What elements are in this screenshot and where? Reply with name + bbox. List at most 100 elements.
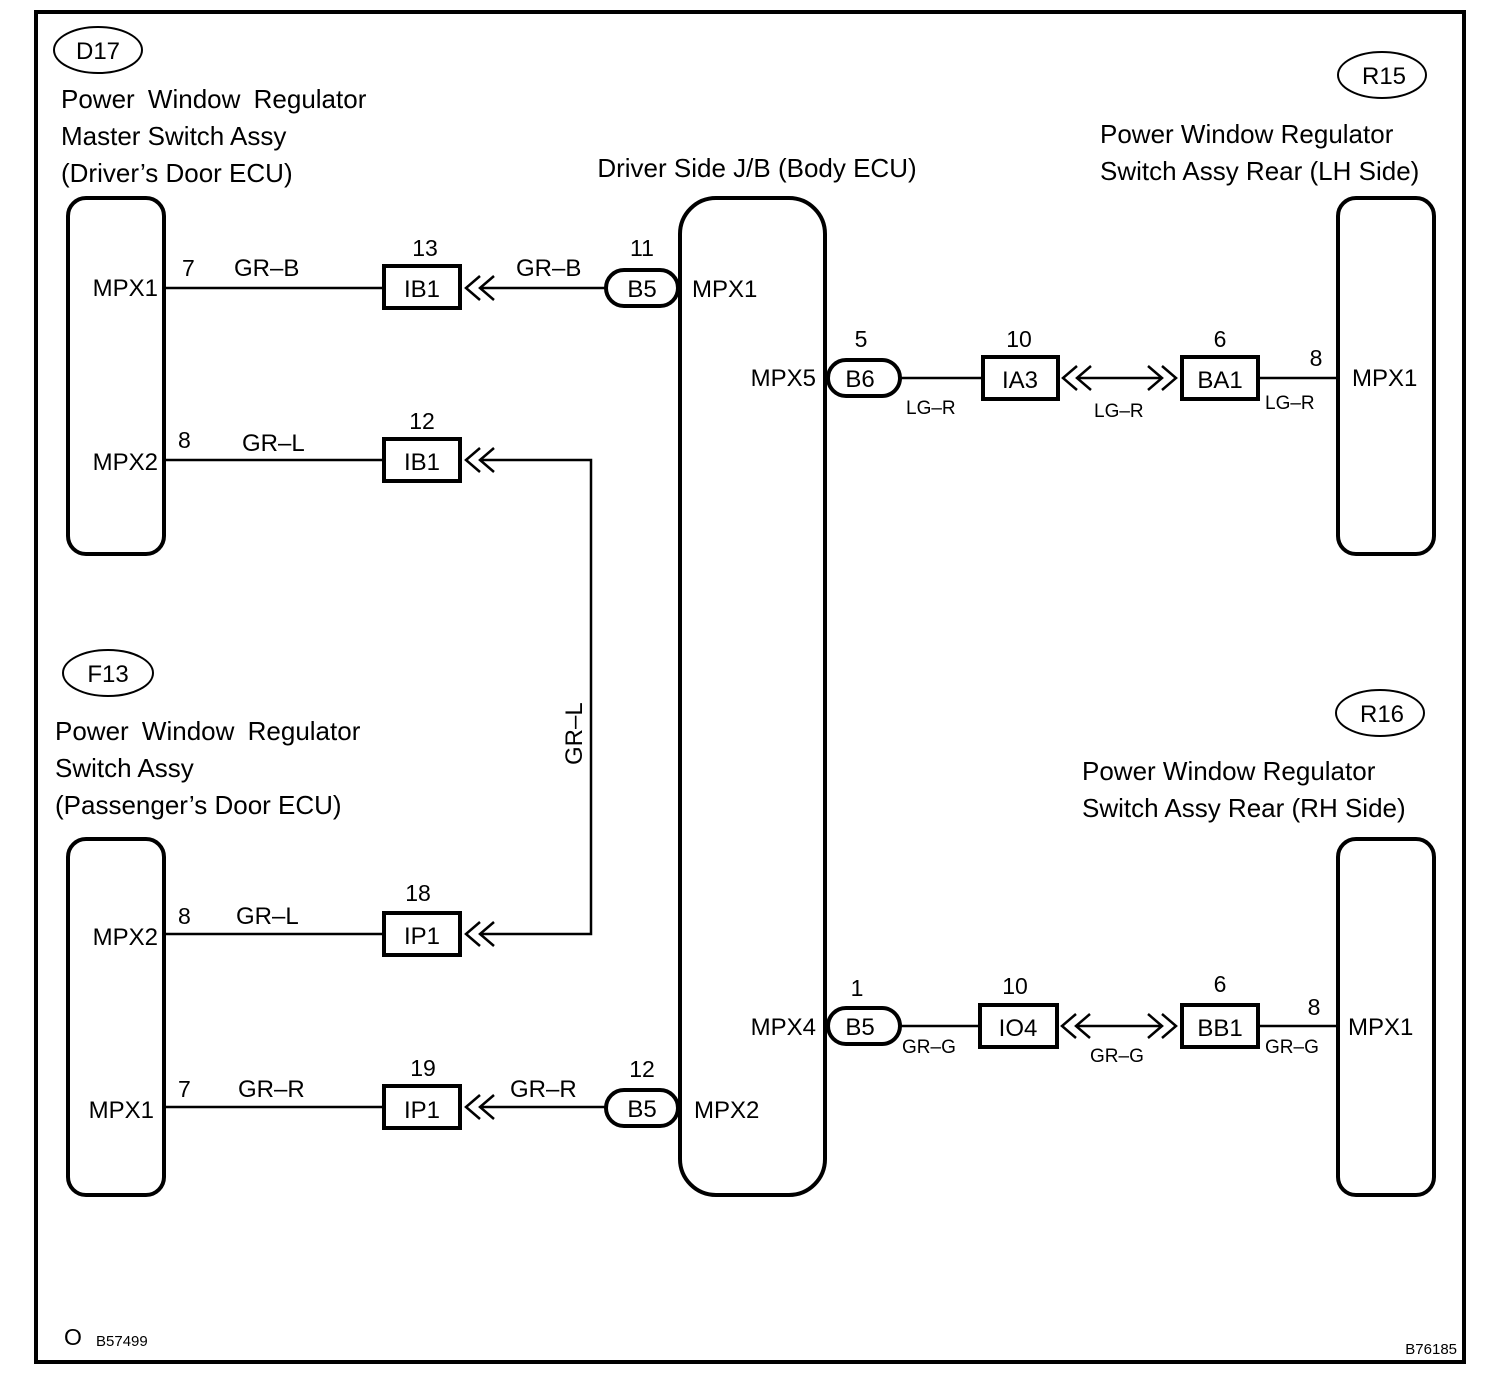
jb-pin-number: 11 — [630, 235, 654, 261]
connector-arrow-icon — [1147, 1013, 1178, 1039]
pin-number: 8 — [178, 427, 191, 453]
wire-color: GR–G — [1265, 1037, 1319, 1058]
junction-pin: 10 — [1002, 973, 1028, 999]
footer-right-code: B76185 — [1405, 1341, 1457, 1358]
jb-pin-number: 5 — [855, 326, 868, 352]
component-body — [1336, 196, 1436, 556]
junction-pin: 10 — [1006, 326, 1032, 352]
wire-d17-mpx1: 7 GR–B IB1 13 GR–B B5 11 — [164, 235, 680, 310]
component-body — [66, 196, 166, 556]
pin-number: 7 — [182, 255, 195, 281]
junction-box — [981, 355, 1060, 401]
connector-arrow-icon — [1147, 365, 1178, 391]
junction-box — [1180, 355, 1260, 401]
component-title-line: Master Switch Assy — [61, 121, 286, 151]
component-body — [1336, 837, 1436, 1197]
junction-name: IB1 — [404, 449, 440, 476]
component-body — [66, 837, 166, 1197]
connector-arrow-icon — [464, 921, 495, 947]
connector-code: D17 — [76, 38, 120, 65]
diagram-frame — [34, 10, 1466, 1364]
wire-d17-mpx2: 8 GR–L IB1 12 GR–L — [164, 408, 593, 936]
wire-f13-mpx2: 8 GR–L IP1 18 — [164, 880, 495, 957]
jb-connector-name: B6 — [845, 366, 874, 393]
wire-color: GR–L — [236, 903, 299, 930]
pin-number: 8 — [178, 903, 191, 929]
pin-name: MPX1 — [89, 1097, 154, 1124]
wire-r16: B5 1 GR–G IO4 10 GR–G BB1 6 8 GR–G — [826, 971, 1338, 1067]
jb-connector-name: B5 — [627, 276, 656, 303]
junction-name: IP1 — [404, 923, 440, 950]
wire-r15: B6 5 LG–R IA3 10 LG–R BA1 6 8 LG–R — [826, 326, 1338, 422]
junction-box — [382, 911, 462, 957]
connector-code: R15 — [1362, 63, 1406, 90]
pin-number: 7 — [178, 1076, 191, 1102]
junction-name: IB1 — [404, 276, 440, 303]
connector-code-badge — [1337, 51, 1427, 99]
component-title-line: Switch Assy Rear (LH Side) — [1100, 156, 1419, 186]
component-f13: F13 Power Window Regulator Switch Assy (… — [55, 649, 361, 1197]
pin-name: MPX1 — [1352, 365, 1417, 392]
pin-name: MPX1 — [1348, 1014, 1413, 1041]
component-title-line: Switch Assy — [55, 753, 194, 783]
component-driver-side-jb: Driver Side J/B (Body ECU) MPX1 MPX5 MPX… — [597, 153, 917, 1197]
junction-box — [978, 1003, 1059, 1049]
component-r16: R16 Power Window Regulator Switch Assy R… — [1082, 689, 1436, 1197]
pin-name: MPX4 — [751, 1014, 816, 1041]
junction-name: BB1 — [1197, 1015, 1242, 1042]
wire-color: GR–B — [516, 255, 581, 282]
component-body — [678, 196, 827, 1197]
wire-color: GR–G — [902, 1037, 956, 1058]
junction-box — [382, 1084, 462, 1130]
jb-pin-number: 12 — [629, 1056, 655, 1082]
pin-name: MPX2 — [93, 924, 158, 951]
junction-pin: 6 — [1214, 326, 1227, 352]
component-title-line: Power Window Regulator — [61, 84, 367, 114]
junction-pin: 13 — [412, 235, 438, 261]
pin-number: 8 — [1308, 994, 1321, 1020]
component-title-line: Power Window Regulator — [1082, 756, 1376, 786]
component-title-line: Power Window Regulator — [1100, 119, 1394, 149]
pin-number: 8 — [1310, 345, 1323, 371]
jb-pin-number: 1 — [851, 975, 864, 1001]
wire-color: GR–L — [242, 430, 305, 457]
jb-connector-name: B5 — [627, 1096, 656, 1123]
component-title: Driver Side J/B (Body ECU) — [597, 153, 916, 183]
wire-color: LG–R — [906, 398, 956, 419]
pin-name: MPX5 — [751, 365, 816, 392]
footer-left-code: B57499 — [96, 1333, 148, 1350]
pin-name: MPX1 — [93, 275, 158, 302]
component-title-line: (Driver’s Door ECU) — [61, 158, 293, 188]
junction-name: IO4 — [999, 1015, 1038, 1042]
component-d17: D17 Power Window Regulator Master Switch… — [53, 26, 367, 556]
component-title-line: Power Window Regulator — [55, 716, 361, 746]
junction-pin: 18 — [405, 880, 431, 906]
connector-code: R16 — [1360, 701, 1404, 728]
pin-name: MPX1 — [692, 276, 757, 303]
junction-pin: 12 — [409, 408, 435, 434]
component-title-line: (Passenger’s Door ECU) — [55, 790, 342, 820]
junction-name: IA3 — [1002, 367, 1038, 394]
wire-color: GR–R — [238, 1076, 305, 1103]
jb-connector-name: B5 — [845, 1014, 874, 1041]
junction-pin: 19 — [410, 1055, 436, 1081]
junction-box — [382, 437, 462, 483]
connector-code: F13 — [87, 661, 128, 688]
connector-code-badge — [1335, 689, 1425, 737]
wire-color: GR–L — [561, 702, 588, 765]
junction-pin: 6 — [1214, 971, 1227, 997]
connector-code-badge — [53, 26, 143, 74]
pin-name: MPX2 — [93, 449, 158, 476]
wire-f13-mpx1: 7 GR–R IP1 19 GR–R B5 12 — [164, 1055, 680, 1130]
junction-name: IP1 — [404, 1097, 440, 1124]
component-title-line: Switch Assy Rear (RH Side) — [1082, 793, 1406, 823]
connector-code-badge — [62, 649, 154, 697]
wire-color: LG–R — [1265, 393, 1315, 414]
junction-box — [382, 264, 462, 310]
pin-name: MPX2 — [694, 1097, 759, 1124]
wire-color: LG–R — [1094, 401, 1144, 422]
junction-name: BA1 — [1197, 367, 1242, 394]
wire-color: GR–R — [510, 1076, 577, 1103]
wire-color: GR–G — [1090, 1046, 1144, 1067]
